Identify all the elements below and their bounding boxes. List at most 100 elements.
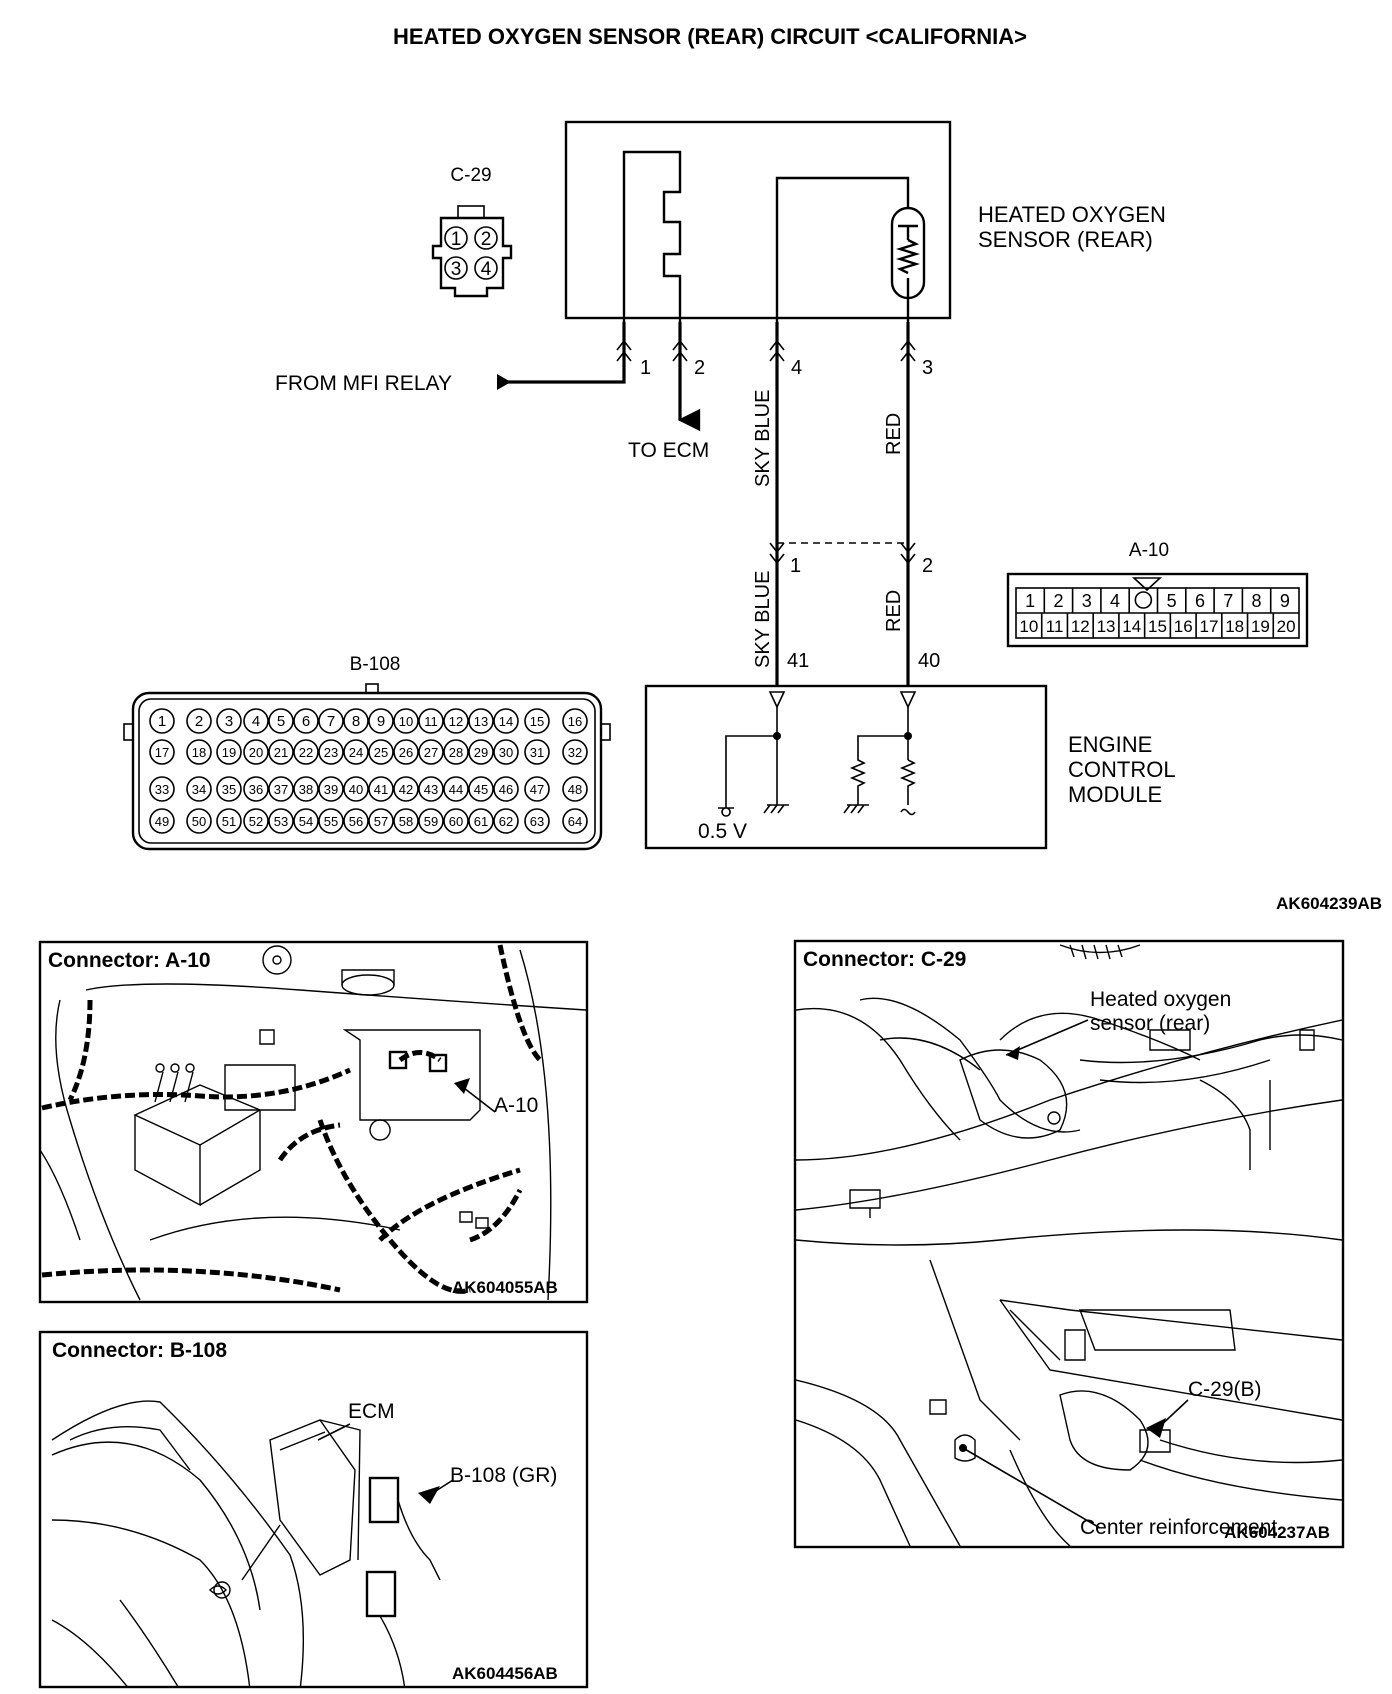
b108-pin-ring [343, 776, 369, 802]
a10-pin: 11 [1046, 617, 1064, 636]
panel-c29-conn-callout: C-29(B) [1188, 1378, 1262, 1401]
b108-pin-ring [149, 808, 175, 834]
b108-pin-ring [293, 739, 319, 765]
a10-pin: 13 [1097, 617, 1116, 636]
b108-pin-ring [562, 739, 588, 765]
b108-pin-ring [243, 739, 269, 765]
b108-pin: 21 [274, 745, 288, 760]
b108-pin: 40 [349, 782, 363, 797]
panel-c29-sensor-callout-1: Heated oxygen [1090, 988, 1231, 1011]
b108-pin: 19 [222, 745, 236, 760]
b108-pin-ring [393, 739, 419, 765]
wire-red-upper: RED [883, 413, 905, 455]
panel-c29-reinf-callout: Center reinforcement [1080, 1516, 1277, 1539]
b108-pin-ring [468, 776, 494, 802]
b108-pin-ring [493, 776, 519, 802]
b108-pin: 9 [377, 713, 385, 730]
b108-pin: 37 [274, 782, 288, 797]
b108-pin: 8 [352, 713, 360, 730]
b108-pin-ring [493, 739, 519, 765]
b108-pin: 51 [222, 814, 236, 829]
b108-pin: 10 [399, 714, 413, 729]
b108-pin: 16 [568, 714, 582, 729]
joint-pin-1: 1 [790, 555, 801, 577]
b108-pin-ring [343, 739, 369, 765]
b108-pin-ring [318, 708, 344, 734]
b108-pin: 41 [374, 782, 388, 797]
figure-id-main: AK604239AB [1276, 894, 1382, 913]
b108-pin: 12 [449, 714, 463, 729]
a10-pin: 17 [1199, 617, 1218, 636]
panel-b108-ecm-callout: ECM [348, 1400, 395, 1423]
b108-pin-ring [216, 739, 242, 765]
b108-pin-ring [343, 708, 369, 734]
c29-connector-face: C-29 1 2 3 4 [431, 165, 513, 298]
sensor-label-1: HEATED OXYGEN [978, 202, 1166, 227]
b108-pin: 24 [349, 745, 363, 760]
b108-pin-ring [243, 808, 269, 834]
b108-pin-ring [468, 808, 494, 834]
b108-pin: 27 [424, 745, 438, 760]
panel-connector-b108: Connector: B-108 ECM B-108 (GR) AK604456… [38, 1330, 589, 1689]
wire-sky-blue-upper: SKY BLUE [752, 390, 774, 487]
b108-pin: 34 [192, 782, 206, 797]
b108-pin-ring [418, 708, 444, 734]
panel-a10-callout: A-10 [494, 1094, 538, 1117]
b108-pin: 61 [474, 814, 488, 829]
ecm-label-1: ENGINE [1068, 732, 1152, 757]
joint-pin-2: 2 [922, 555, 933, 577]
diagram-title: HEATED OXYGEN SENSOR (REAR) CIRCUIT <CAL… [393, 24, 1027, 49]
b108-pin: 28 [449, 745, 463, 760]
a10-pin: 3 [1082, 591, 1092, 611]
panel-b108-figure-id: AK604456AB [452, 1664, 558, 1683]
b108-pin: 7 [327, 713, 335, 730]
from-relay-label: FROM MFI RELAY [275, 372, 452, 395]
b108-pin-ring [562, 708, 588, 734]
b108-pin: 15 [530, 714, 544, 729]
b108-pin-ring [368, 776, 394, 802]
b108-pin-ring [562, 808, 588, 834]
wiring: FROM MFI RELAY 1 2 TO ECM 4 SKY BLUE 3 R… [275, 322, 940, 686]
b108-pin-ring [493, 708, 519, 734]
sensor-label-2: SENSOR (REAR) [978, 227, 1153, 252]
b108-pin-ring [524, 808, 550, 834]
a10-pin: 10 [1019, 617, 1038, 636]
b108-pin: 38 [299, 782, 313, 797]
a10-pin: 12 [1071, 617, 1090, 636]
c29-pin-4: 4 [481, 259, 492, 280]
b108-pin: 20 [249, 745, 263, 760]
b108-pin: 29 [474, 745, 488, 760]
b108-pin: 45 [474, 782, 488, 797]
b108-pin: 26 [399, 745, 413, 760]
panel-a10-figure-id: AK604055AB [452, 1278, 558, 1297]
ecm-label-2: CONTROL [1068, 757, 1176, 782]
b108-pin-ring [268, 708, 294, 734]
b108-pin-ring [443, 739, 469, 765]
a10-pin: 4 [1110, 591, 1120, 611]
a10-pin: 1 [1025, 591, 1035, 611]
b108-pin-ring [216, 808, 242, 834]
c29-pin-1: 1 [451, 229, 462, 250]
b108-pin: 4 [252, 713, 260, 730]
b108-pin-ring [393, 708, 419, 734]
ecm-pin-41: 41 [787, 650, 809, 672]
b108-pin-ring [149, 739, 175, 765]
panel-b108-title: Connector: B-108 [52, 1339, 227, 1362]
b108-pin: 35 [222, 782, 236, 797]
b108-pin: 48 [568, 782, 582, 797]
b108-pin: 53 [274, 814, 288, 829]
b108-pin: 32 [568, 745, 582, 760]
a10-pin: 8 [1252, 591, 1262, 611]
b108-pin: 22 [299, 745, 313, 760]
a10-pin: 15 [1148, 617, 1167, 636]
b108-pin-ring [443, 708, 469, 734]
a10-pin: 2 [1053, 591, 1063, 611]
b108-pin-ring [293, 808, 319, 834]
a10-pin: 5 [1167, 591, 1177, 611]
b108-pin-ring [368, 739, 394, 765]
b108-pin-ring [268, 776, 294, 802]
b108-pin-ring [318, 808, 344, 834]
b108-pin: 64 [568, 814, 582, 829]
a10-key-mark [1134, 591, 1153, 609]
b108-pin: 49 [155, 814, 169, 829]
